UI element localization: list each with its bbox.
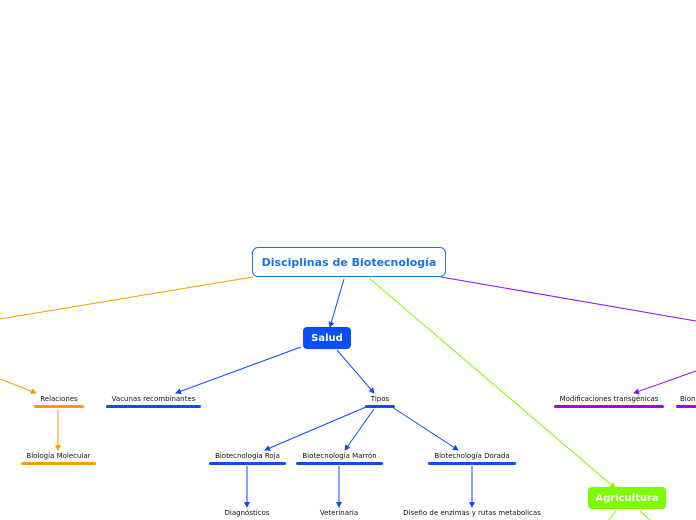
diagnosticos-node[interactable]: Diagnósticos: [207, 508, 287, 518]
partial-purple-underline: [676, 405, 696, 408]
biotecnologia-roja-label: Biotecnología Roja: [215, 452, 280, 460]
modificaciones-underline: [554, 405, 664, 408]
vacunas-node[interactable]: Vacunas recombinantes: [106, 394, 201, 404]
biotecnologia-roja-underline: [209, 462, 286, 465]
agricultura-node[interactable]: Agricultura: [588, 487, 666, 509]
relaciones-node[interactable]: Relaciones: [34, 394, 84, 404]
veterinaria-node[interactable]: Veterinaria: [304, 508, 374, 518]
edge-salud-vacunas: [175, 346, 302, 395]
biologia-molecular-label: Biología Molecular: [26, 452, 91, 460]
enzimas-node[interactable]: Diseño de enzimas y rutas metabolicas: [396, 508, 548, 518]
partial-purple-node[interactable]: Bion: [680, 394, 696, 404]
edge-purple-modificaciones: [633, 370, 696, 395]
edge-agricultura-down-left: [608, 510, 617, 520]
tipos-label: Tipos: [370, 395, 390, 403]
edge-tipos-dorada: [391, 406, 459, 451]
central-topic-label: Disciplinas de Biotecnología: [261, 255, 437, 269]
agricultura-label: Agricultura: [595, 492, 659, 504]
edge-tipos-marron: [344, 408, 375, 451]
salud-node[interactable]: Salud: [303, 327, 351, 349]
modificaciones-node[interactable]: Modificaciones transgénicas: [554, 394, 664, 404]
vacunas-underline: [106, 405, 201, 408]
biotecnologia-roja-node[interactable]: Biotecnología Roja: [209, 451, 286, 461]
biotecnologia-dorada-underline: [428, 462, 516, 465]
tipos-node[interactable]: Tipos: [365, 394, 395, 404]
edge-salud-tipos: [336, 349, 375, 394]
salud-label: Salud: [311, 332, 343, 344]
modificaciones-label: Modificaciones transgénicas: [559, 395, 659, 403]
edge-central-orange: [0, 276, 254, 320]
biologia-molecular-node[interactable]: Biología Molecular: [21, 451, 96, 461]
relaciones-underline: [34, 405, 84, 408]
tipos-underline: [365, 405, 395, 408]
diagnosticos-label: Diagnósticos: [224, 509, 270, 517]
edge-central-salud: [328, 278, 345, 328]
biologia-molecular-underline: [21, 462, 96, 465]
relaciones-label: Relaciones: [40, 395, 78, 403]
edge-central-agricultura: [368, 277, 616, 489]
biotecnologia-marron-underline: [296, 462, 383, 465]
vacunas-label: Vacunas recombinantes: [111, 395, 196, 403]
biotecnologia-marron-label: Biotecnología Marrón: [302, 452, 377, 460]
partial-purple-label: Bion: [680, 395, 696, 403]
biotecnologia-marron-node[interactable]: Biotecnología Marrón: [296, 451, 383, 461]
edge-orange-relaciones: [0, 378, 37, 394]
veterinaria-label: Veterinaria: [319, 509, 359, 517]
edge-tipos-roja: [264, 406, 367, 451]
biotecnologia-dorada-label: Biotecnología Dorada: [434, 452, 510, 460]
edge-central-purple: [440, 276, 696, 322]
central-topic-node[interactable]: Disciplinas de Biotecnología: [252, 247, 446, 277]
edge-agricultura-down-right: [639, 510, 651, 520]
enzimas-label: Diseño de enzimas y rutas metabolicas: [403, 509, 541, 517]
biotecnologia-dorada-node[interactable]: Biotecnología Dorada: [428, 451, 516, 461]
